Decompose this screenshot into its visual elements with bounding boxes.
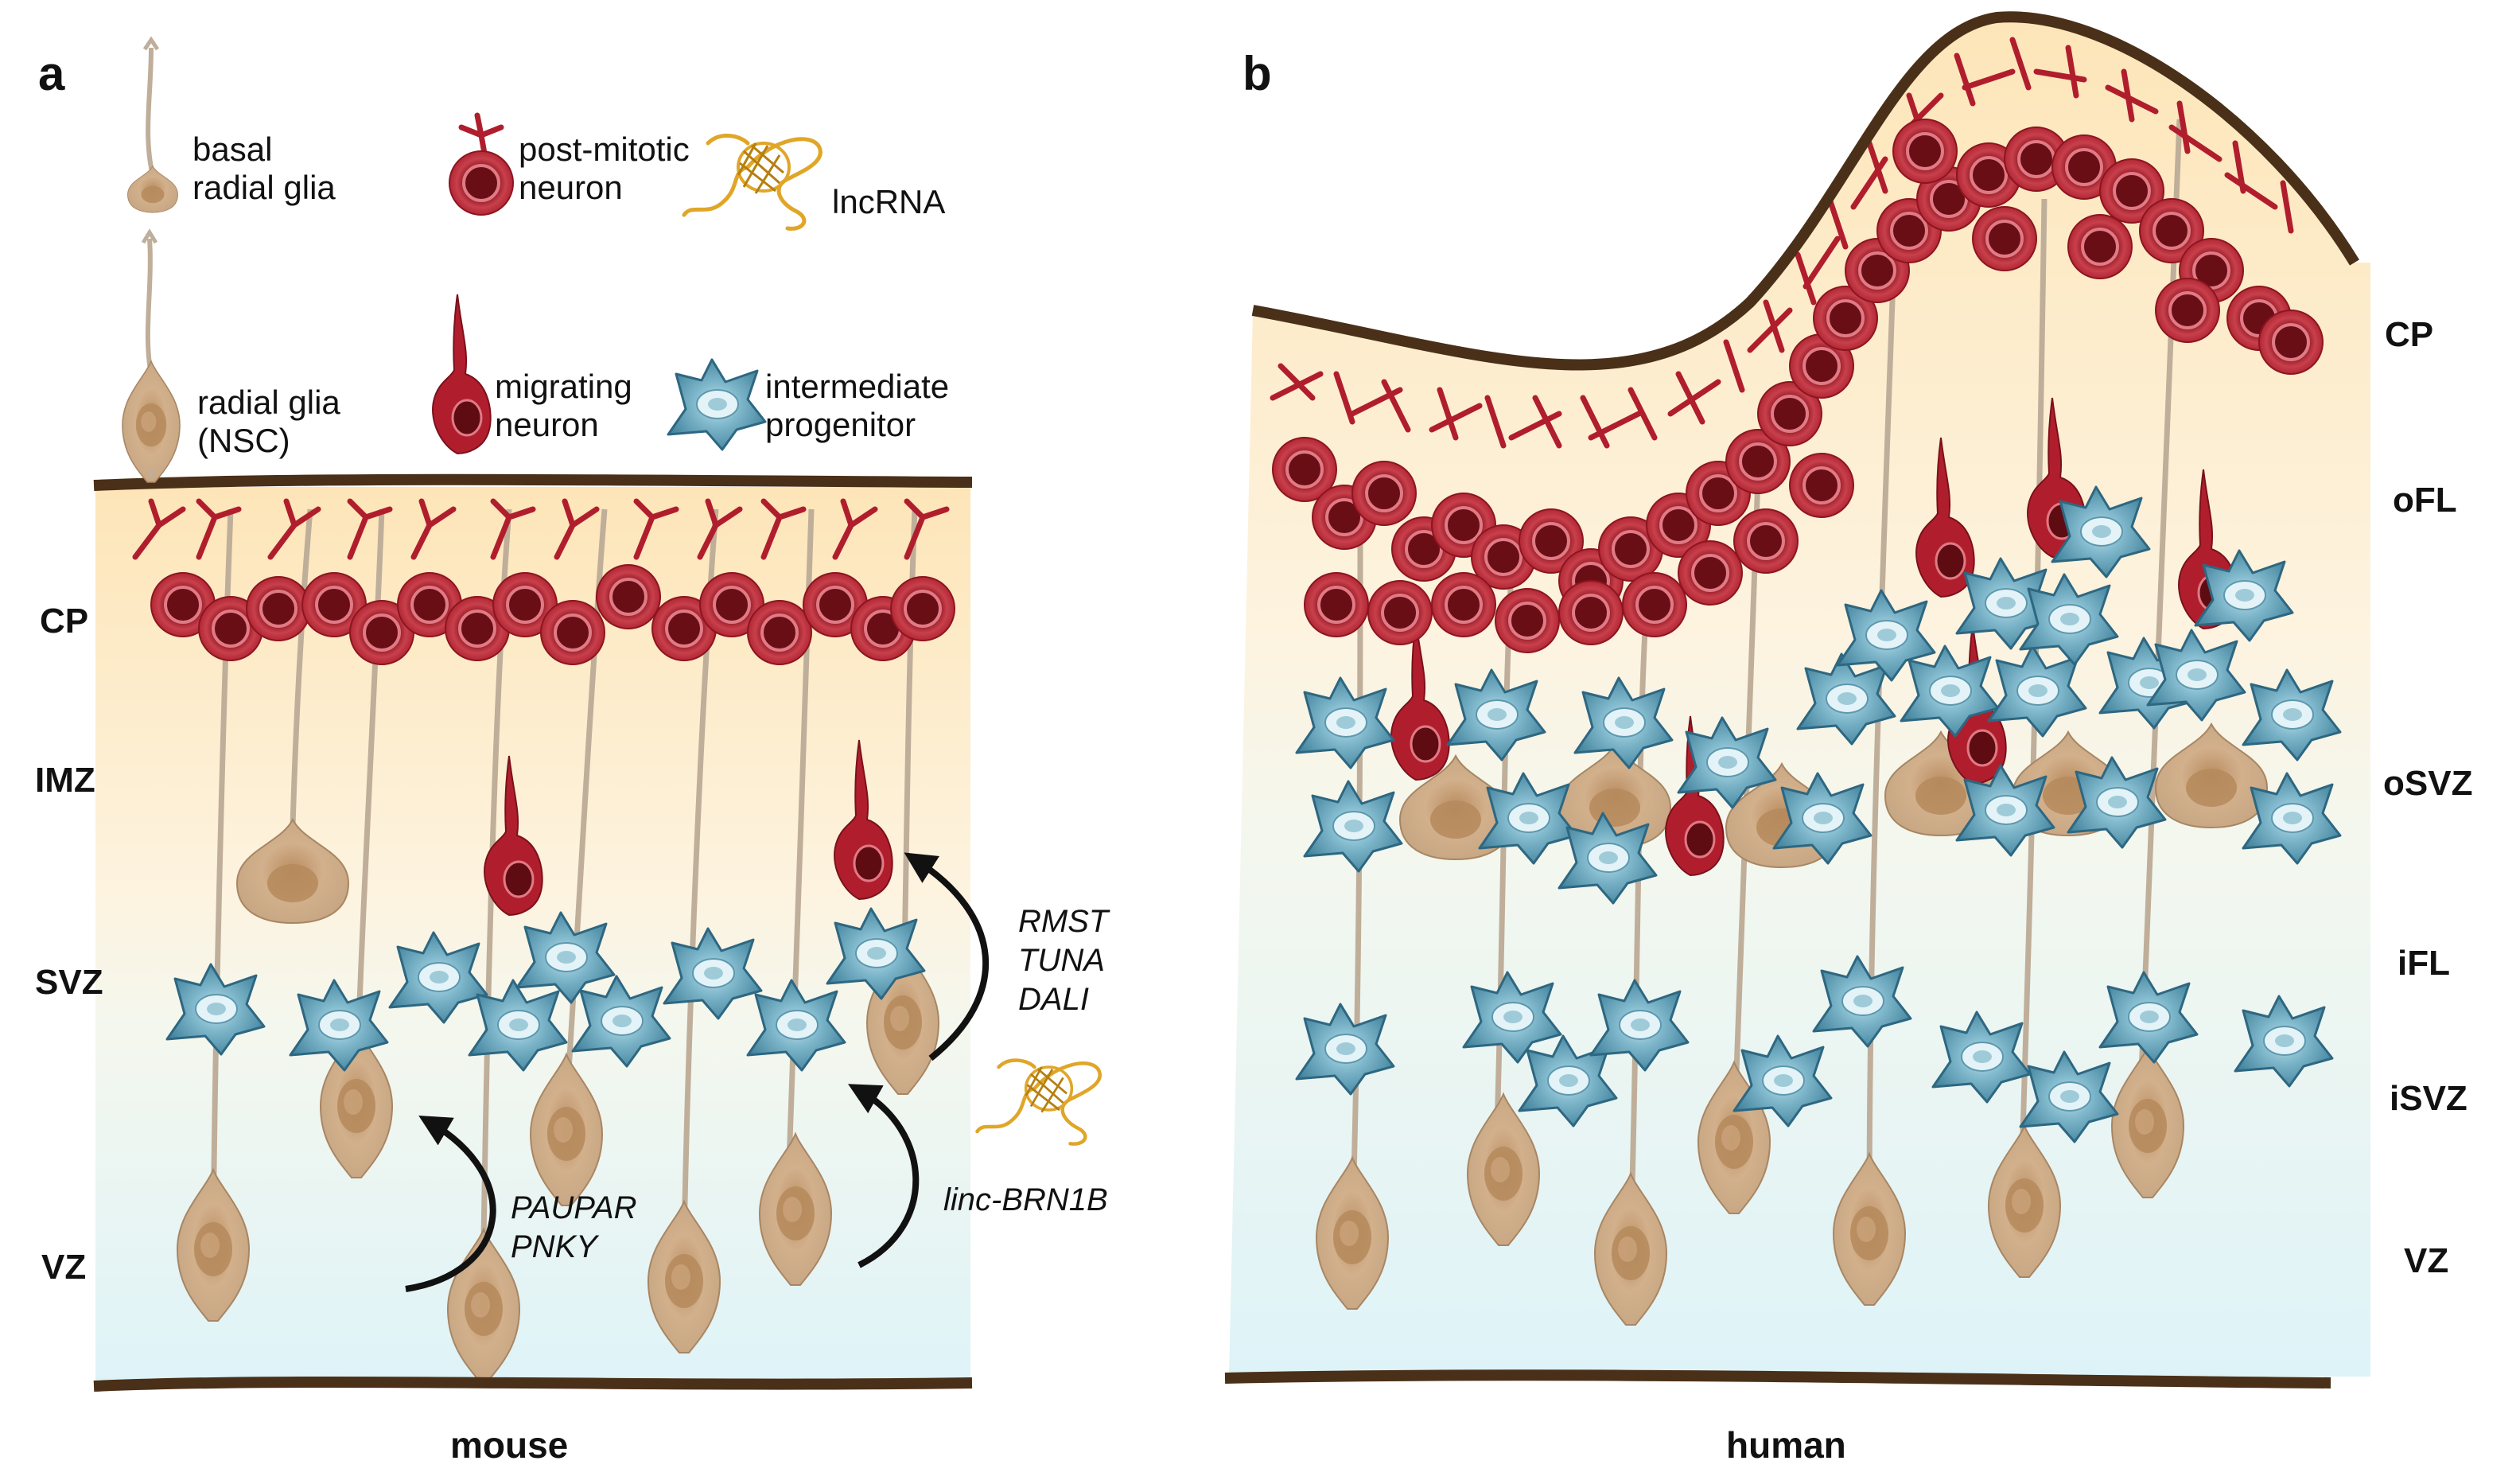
lncrna-glyph-tissue (978, 1060, 1100, 1143)
legend-intermediate-progenitor-label: intermediate progenitor (765, 368, 950, 444)
layer-label-vz: VZ (41, 1248, 87, 1287)
panel-b-letter: b (1242, 47, 1272, 100)
lncrna-group-2: linc-BRN1B (943, 1182, 1108, 1217)
legend-lncrna-icon (684, 136, 820, 229)
layer-label-isvz: iSVZ (2390, 1079, 2468, 1118)
legend-post-mitotic-neuron-icon (448, 112, 515, 216)
legend-post-mitotic-neuron-label: post-mitotic neuron (519, 130, 690, 207)
legend-basal-radial-glia-label: basal radial glia (192, 130, 336, 207)
species-label-human: human (1726, 1424, 1846, 1466)
layer-label-vz-human: VZ (2404, 1241, 2449, 1280)
pial-membrane (93, 473, 973, 491)
panel-b-tissue (1224, 11, 2370, 1388)
lncrna-group-1: PAUPAR PNKY (511, 1190, 637, 1264)
layer-label-ifl: iFL (2398, 944, 2450, 983)
lncrna-group-3: RMST TUNA DALI (1018, 904, 1109, 1017)
ventricular-membrane (93, 1376, 973, 1392)
lncrna-arrows-a (405, 852, 990, 1292)
layer-label-osvz: oSVZ (2383, 764, 2473, 803)
legend-intermediate-progenitor-icon (667, 358, 767, 451)
ventricular-membrane-human (1224, 1369, 2331, 1388)
legend-migrating-neuron-icon (431, 293, 492, 455)
legend-radial-glia-label: radial glia (NSC) (197, 384, 340, 460)
panel-a-letter: a (38, 47, 65, 100)
layer-label-ofl: oFL (2393, 481, 2457, 520)
legend-migrating-neuron-label: migrating neuron (495, 368, 632, 444)
layer-label-svz: SVZ (35, 963, 103, 1002)
panel-a-tissue (93, 473, 973, 1392)
legend-lncrna-label: lncRNA (832, 183, 946, 220)
legend (122, 36, 820, 483)
legend-radial-glia-icon (122, 228, 181, 483)
layer-label-cp: CP (40, 602, 89, 641)
pial-membrane-human (1251, 11, 2359, 371)
species-label-mouse: mouse (450, 1424, 569, 1466)
legend-basal-radial-glia-icon (127, 36, 178, 213)
layer-label-imz: IMZ (35, 761, 95, 800)
layer-label-cp-human: CP (2385, 315, 2434, 354)
